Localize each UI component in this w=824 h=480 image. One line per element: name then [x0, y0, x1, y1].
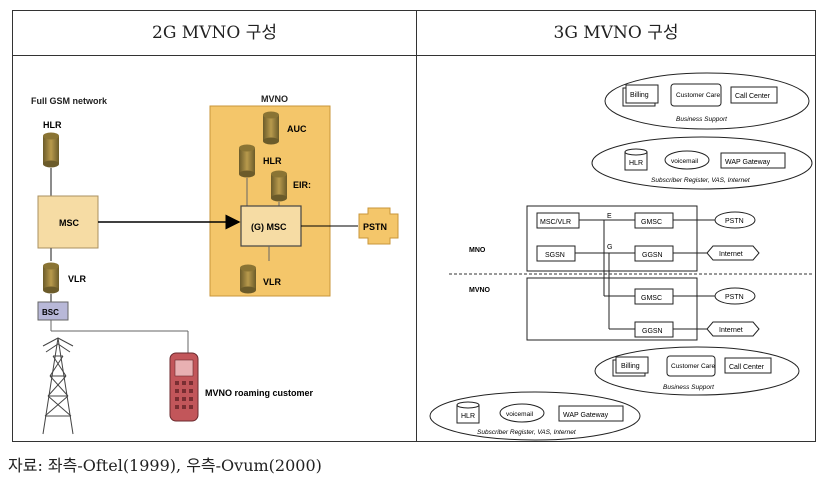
mno-ggsn-label: GGSN — [642, 252, 663, 259]
top-business-ellipse — [604, 72, 810, 130]
bottom-hlr-label: HLR — [461, 413, 475, 420]
mvno-hlr-cylinder — [239, 144, 255, 178]
figure-table: 2G MVNO 구성 3G MVNO 구성 Full GSM network M… — [12, 10, 816, 442]
tower-icon — [42, 337, 74, 435]
mvno-gmsc-label: GMSC — [641, 295, 662, 302]
top-call-center-label: Call Center — [735, 93, 771, 100]
mno-internet-label: Internet — [719, 251, 743, 258]
msc-label: MSC — [59, 218, 80, 228]
top-customer-care-box — [670, 83, 722, 107]
bsc-box — [37, 301, 69, 321]
bottom-voicemail-bubble — [499, 403, 545, 423]
e-label: E — [607, 213, 612, 220]
pstn-shape — [358, 207, 399, 245]
diagram-3g: Billing Customer Care Call Center Busine… — [429, 72, 813, 441]
bottom-hlr-cylinder — [456, 401, 480, 424]
bottom-customer-care-box — [666, 355, 716, 377]
mobile-phone-icon — [169, 352, 199, 422]
vlr-label: VLR — [68, 274, 87, 284]
top-wap-box — [720, 152, 786, 169]
mvno-ggsn-label: GGSN — [642, 328, 663, 335]
eir-label: EIR: — [293, 180, 311, 190]
pstn-label: PSTN — [363, 222, 387, 232]
top-subscriber-label: Subscriber Register, VAS, Internet — [651, 177, 751, 184]
full-gsm-label: Full GSM network — [31, 96, 108, 106]
bottom-business-ellipse — [594, 346, 800, 396]
gmsc-label: (G) MSC — [251, 222, 287, 232]
mno-label: MNO — [469, 247, 486, 254]
mvno-vlr-cylinder — [240, 264, 256, 294]
bottom-call-center-label: Call Center — [729, 364, 765, 371]
top-business-support-label: Business Support — [676, 116, 728, 123]
mno-gmsc-label: GMSC — [641, 219, 662, 226]
g-label: G — [607, 244, 612, 251]
top-call-center-box — [730, 86, 778, 104]
msc-box — [37, 195, 99, 249]
vlr-cylinder — [43, 262, 59, 294]
top-subscriber-ellipse — [591, 136, 813, 190]
mvno-pstn-label: PSTN — [725, 294, 744, 301]
mvno-vlr-label: VLR — [263, 277, 282, 287]
column-divider — [416, 11, 417, 441]
panel-3g: Billing Customer Care Call Center Busine… — [417, 56, 815, 441]
mno-box — [526, 205, 698, 272]
source-caption: 자료: 좌측-Oftel(1999), 우측-Ovum(2000) — [8, 456, 322, 475]
mno-pstn-ellipse — [714, 211, 756, 229]
header-3g: 3G MVNO 구성 — [553, 23, 679, 43]
bottom-wap-label: WAP Gateway — [563, 412, 609, 419]
mno-pstn-label: PSTN — [725, 218, 744, 225]
bsc-label: BSC — [42, 308, 59, 317]
bottom-billing-label: Billing — [621, 363, 640, 370]
header-divider — [13, 55, 815, 56]
top-billing-label: Billing — [630, 92, 649, 99]
roaming-customer-label: MVNO roaming customer — [205, 388, 314, 398]
bottom-wap-box — [558, 405, 624, 422]
top-wap-label: WAP Gateway — [725, 159, 771, 166]
diagram-2g: Full GSM network MVNO HLR MSC VLR — [31, 94, 399, 435]
gmsc-box — [240, 205, 302, 247]
bottom-business-support-label: Business Support — [663, 384, 715, 391]
bottom-customer-care-label: Customer Care — [671, 363, 715, 370]
bottom-subscriber-ellipse — [429, 391, 641, 441]
auc-cylinder — [263, 111, 279, 145]
mvno-internet-shape — [706, 321, 760, 337]
msc-vlr-label: MSC/VLR — [540, 219, 571, 226]
bottom-call-center-box — [724, 357, 772, 374]
mvno-label-3g: MVNO — [469, 287, 491, 294]
top-voicemail-label: voicemail — [671, 158, 699, 165]
mvno-pstn-ellipse — [714, 287, 756, 305]
panel-2g: Full GSM network MVNO HLR MSC VLR — [13, 56, 416, 441]
mvno-label: MVNO — [261, 94, 288, 104]
auc-label: AUC — [287, 124, 307, 134]
mvno-internet-label: Internet — [719, 327, 743, 334]
top-customer-care-label: Customer Care — [676, 92, 720, 99]
hlr-cylinder — [43, 132, 59, 168]
mvno-hlr-label: HLR — [263, 156, 282, 166]
top-hlr-label: HLR — [629, 160, 643, 167]
top-voicemail-bubble — [664, 150, 710, 170]
top-hlr-cylinder — [624, 148, 648, 171]
mno-internet-shape — [706, 245, 760, 261]
header-2g: 2G MVNO 구성 — [152, 23, 277, 43]
bottom-subscriber-label: Subscriber Register, VAS, Internet — [477, 429, 577, 436]
bottom-voicemail-label: voicemail — [506, 411, 534, 418]
hlr-label: HLR — [43, 120, 62, 130]
eir-cylinder — [271, 170, 287, 202]
mvno-box-3g — [526, 277, 698, 341]
sgsn-label: SGSN — [545, 252, 565, 259]
